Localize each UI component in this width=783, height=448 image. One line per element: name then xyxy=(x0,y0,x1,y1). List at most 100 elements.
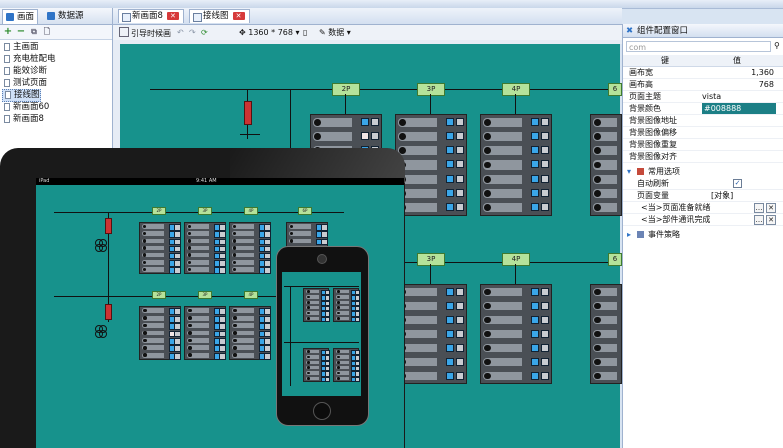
property-row[interactable]: <当>页面准备就绪…✕ xyxy=(623,202,783,214)
list-item-label: 能效诊断 xyxy=(13,66,48,76)
guide-button[interactable]: 引导时候画 xyxy=(119,27,171,38)
property-row[interactable]: <当>部件通讯完成 …✕ xyxy=(623,214,783,226)
page-icon xyxy=(4,79,10,87)
redo-icon[interactable]: ↷ xyxy=(189,28,196,37)
breaker-slot xyxy=(232,238,254,244)
breaker-slot xyxy=(593,343,617,353)
clear-icon[interactable]: ✕ xyxy=(766,203,776,213)
indicator-light xyxy=(446,357,455,366)
indicator-light xyxy=(361,131,370,140)
indicator-light xyxy=(456,315,465,324)
list-item[interactable]: 新画面8 xyxy=(2,114,44,125)
property-row[interactable]: 页面变量[对象] xyxy=(623,190,783,202)
indicator-light xyxy=(456,117,465,126)
indicator-light xyxy=(174,231,181,238)
knob-icon xyxy=(594,358,601,366)
auto-refresh-checkbox[interactable]: ✓ xyxy=(733,179,742,188)
property-value[interactable]: [对象] xyxy=(711,191,734,200)
breaker-slot xyxy=(336,295,350,299)
group-common-options[interactable]: ▾常用选项 xyxy=(623,166,783,177)
property-row[interactable]: 自动刷新✓ xyxy=(623,178,783,190)
breaker-slot xyxy=(593,131,617,141)
breaker-slot xyxy=(306,300,320,305)
group-event-strategy[interactable]: ▸事件策略 xyxy=(623,229,783,240)
indicator-light xyxy=(219,231,226,238)
indicator-light xyxy=(541,203,550,212)
knob-icon xyxy=(337,355,340,359)
tab-new-page-8[interactable]: 新画面8✕ xyxy=(118,9,184,23)
list-item[interactable]: 测试页面 xyxy=(2,78,47,89)
close-icon[interactable]: ✕ xyxy=(166,12,179,20)
tab-pages[interactable]: 画面 xyxy=(2,9,39,24)
knob-icon xyxy=(314,132,321,140)
cabinet xyxy=(395,114,467,216)
list-item[interactable]: 充电桩配电 xyxy=(2,54,56,65)
breaker-slot xyxy=(142,267,164,272)
breaker-slot xyxy=(142,252,164,258)
knob-icon xyxy=(188,323,192,328)
property-row[interactable]: 背景图像地址 xyxy=(623,115,783,127)
device-icon[interactable]: ▯ xyxy=(303,28,308,37)
cabinet xyxy=(333,348,361,383)
breaker-slot xyxy=(483,371,522,381)
property-row[interactable]: 背景图像重复 xyxy=(623,139,783,151)
knob-icon xyxy=(484,344,491,352)
list-item[interactable]: 能效诊断 xyxy=(2,66,47,77)
tab-pages-label: 画面 xyxy=(17,12,35,22)
add-icon[interactable]: + xyxy=(3,26,13,37)
copy-icon[interactable]: ⧉ xyxy=(31,27,37,36)
list-item[interactable]: 新画面60 xyxy=(2,102,49,113)
more-button[interactable]: … xyxy=(754,215,764,225)
breaker-slot xyxy=(313,117,352,127)
refresh-icon[interactable]: ⟳ xyxy=(201,28,208,37)
property-value[interactable]: #008888 xyxy=(702,103,776,114)
indicator-light xyxy=(456,301,465,310)
property-row-selected[interactable]: 背景颜色#008888 xyxy=(623,103,783,115)
indicator-light xyxy=(174,315,182,323)
breaker-slot xyxy=(187,345,209,351)
list-item-selected[interactable]: 接线图 xyxy=(2,89,41,102)
indicator-light xyxy=(324,349,331,356)
breaker-slot xyxy=(593,287,617,297)
breaker-slot xyxy=(142,260,164,265)
remove-icon[interactable]: − xyxy=(16,26,26,37)
data-dropdown[interactable]: ✎ 数据 ▾ xyxy=(319,28,351,37)
property-row[interactable]: 背景图像对齐 xyxy=(623,151,783,163)
property-row[interactable]: 背景图像偏移 xyxy=(623,127,783,139)
breaker-slot xyxy=(306,376,320,381)
tab-wiring-diagram[interactable]: 接线图✕ xyxy=(189,9,250,23)
data-label: 数据 xyxy=(328,28,345,37)
indicator-light xyxy=(456,203,465,212)
indicator-light xyxy=(321,224,328,231)
indicator-light xyxy=(541,174,550,183)
indicator-light xyxy=(174,245,181,253)
knob-icon xyxy=(337,306,340,309)
list-item[interactable]: 主画面 xyxy=(2,42,39,53)
knob-icon xyxy=(233,323,237,328)
breaker-slot xyxy=(483,203,522,213)
more-button[interactable]: … xyxy=(754,203,764,213)
indicator-light xyxy=(219,323,227,330)
indicator-light xyxy=(324,305,331,312)
event-key: <当>部件通讯完成 xyxy=(641,215,711,224)
knob-icon xyxy=(399,147,406,155)
knob-icon xyxy=(188,246,192,250)
filter-icon[interactable]: ⚲ xyxy=(774,41,780,50)
close-icon[interactable]: ✕ xyxy=(232,12,245,20)
undo-icon[interactable]: ↶ xyxy=(177,28,184,37)
breaker-slot xyxy=(483,117,522,127)
clear-icon[interactable]: ✕ xyxy=(766,215,776,225)
tab-datasource[interactable]: 数据源 xyxy=(44,9,87,23)
canvas-size-dropdown[interactable]: ✥ 1360 * 768 ▾ xyxy=(239,28,300,37)
panel-label: 6 xyxy=(608,83,622,96)
breaker-slot xyxy=(593,315,617,325)
property-search-input[interactable]: com xyxy=(626,41,771,52)
breaker-slot xyxy=(187,252,209,258)
breaker-slot xyxy=(336,360,350,365)
new-page-icon[interactable]: 🗋 xyxy=(43,27,51,36)
knob-icon xyxy=(233,231,237,236)
cabinet xyxy=(395,284,467,384)
